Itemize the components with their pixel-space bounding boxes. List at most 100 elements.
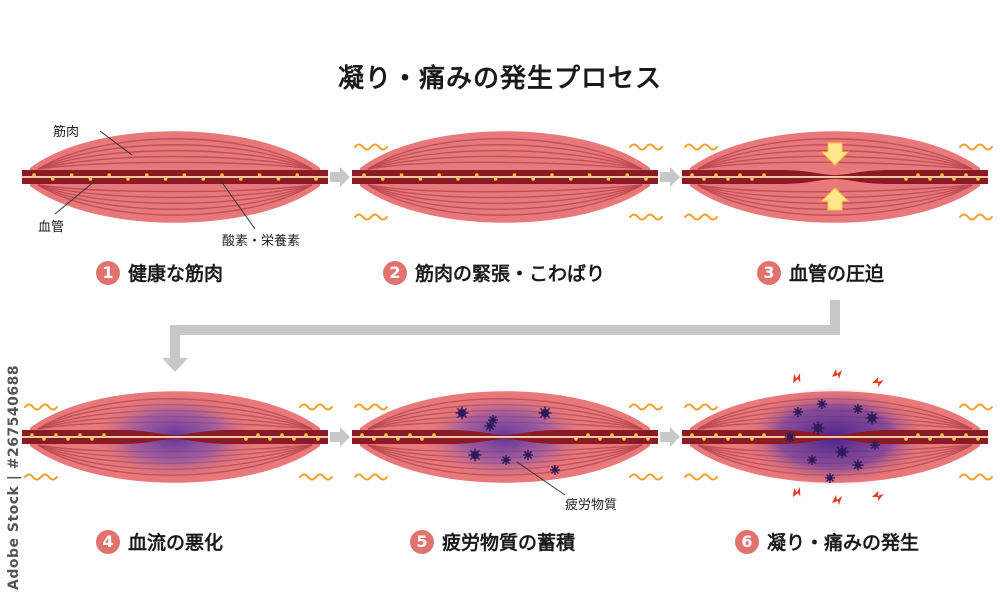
fatigue-particle-icon <box>853 404 863 414</box>
step-number-badge: 5 <box>410 529 434 554</box>
nutrient-dot <box>256 433 260 437</box>
nutrient-dot <box>418 177 423 181</box>
nutrient-dot <box>928 437 932 441</box>
step-number-badge: 2 <box>383 260 407 285</box>
page-title: 凝り・痛みの発生プロセス <box>337 64 662 94</box>
nutrient-dot <box>976 177 980 181</box>
nutrient-dot <box>964 433 968 437</box>
nutrient-dot <box>714 173 718 177</box>
fatigue-particle-icon <box>817 399 827 409</box>
nutrient-dot <box>88 177 93 181</box>
nutrient-dot <box>182 173 187 177</box>
squiggle-icon <box>684 403 718 411</box>
muscle-fiber-line <box>37 184 313 193</box>
particle-core <box>868 414 876 422</box>
squiggle-icon <box>629 473 663 481</box>
nutrient-dot <box>399 173 404 177</box>
nutrient-dot <box>408 433 412 437</box>
fatigue-particle-icon <box>784 431 796 443</box>
fatigue-particle-icon <box>811 421 825 435</box>
nutrient-dot <box>268 437 272 441</box>
fatigue-particle-icon <box>455 406 469 420</box>
squiggle-icon <box>959 213 993 221</box>
caption-5: 5 疲労物質の蓄積 <box>410 528 575 555</box>
lightning-icon <box>872 376 884 388</box>
nutrient-dot <box>690 173 694 177</box>
nutrient-dot <box>66 437 70 441</box>
fatigue-particle-icon <box>501 455 511 465</box>
nutrient-dot <box>574 437 578 441</box>
nutrient-dot <box>904 177 908 181</box>
nutrient-dot <box>714 433 718 437</box>
nutrient-dot <box>762 433 766 437</box>
nutrient-dot <box>702 437 706 441</box>
nutrient-dot <box>625 173 629 177</box>
nutrient-dot <box>145 173 149 177</box>
nutrient-dot <box>750 177 754 181</box>
nutrient-dot <box>916 173 920 177</box>
squiggle-icon <box>629 213 663 221</box>
stock-watermark: Adobe Stock | #267540688 <box>6 364 22 590</box>
right-arrow-icon <box>330 167 350 187</box>
caption-text: 凝り・痛みの発生 <box>767 532 920 554</box>
nutrient-dot <box>257 173 262 177</box>
nutrient-dot <box>738 173 742 177</box>
caption-text: 疲労物質の蓄積 <box>442 532 576 554</box>
fatigue-label: 疲労物質 <box>565 498 618 513</box>
nutrient-dot <box>976 437 980 441</box>
nutrient-dot <box>292 437 296 441</box>
squiggle-icon <box>684 143 718 151</box>
fatigue-particle-icon <box>835 445 849 459</box>
muscle-fiber-line <box>37 149 313 170</box>
nutrient-dot <box>952 177 956 181</box>
muscle-fiber-line <box>367 144 643 170</box>
squiggle-icon <box>959 473 993 481</box>
nutrient-dot <box>531 177 535 181</box>
squiggle-icon <box>959 143 993 151</box>
fatigue-particle-icon <box>825 473 835 483</box>
particle-core <box>471 451 479 459</box>
nutrient-dot <box>381 177 385 181</box>
step-number-badge: 3 <box>757 260 781 285</box>
fatigue-particle-icon <box>865 411 879 425</box>
muscle-fiber-line <box>37 155 313 170</box>
squiggle-icon <box>629 403 663 411</box>
nutrient-dot <box>690 433 694 437</box>
fatigue-particle-icon <box>807 455 817 465</box>
nutrient-dot <box>32 173 36 177</box>
up-arrow-icon <box>820 187 850 211</box>
nutrient-dot <box>163 177 168 181</box>
nutrient-dot <box>952 437 956 441</box>
nutrient-dot <box>51 177 55 181</box>
lightning-icon <box>872 490 884 502</box>
muscle-fiber-line <box>367 149 643 170</box>
particle-core <box>838 448 846 456</box>
fatigue-particle-icon <box>793 407 803 417</box>
nutrient-dot <box>964 173 968 177</box>
squiggle-icon <box>354 143 388 151</box>
squiggle-icon <box>684 213 718 221</box>
nutrient-dot <box>432 433 436 437</box>
leader-line <box>54 180 96 215</box>
nutrient-dot <box>304 433 308 437</box>
leader-line <box>220 180 256 230</box>
muscle-fiber-line <box>367 184 643 205</box>
fatigue-particle-icon <box>523 450 533 460</box>
nutrient-dot <box>78 433 82 437</box>
particle-core <box>525 452 531 458</box>
squiggle-icon <box>24 473 58 481</box>
caption-text: 健康な筋肉 <box>128 263 224 285</box>
nutrient-dot <box>314 177 318 181</box>
muscle-fiber-line <box>367 184 643 210</box>
caption-1: 1 健康な筋肉 <box>96 259 223 286</box>
nutrient-dot <box>928 177 932 181</box>
nutrient-dot <box>738 433 742 437</box>
muscle-fiber-line <box>367 161 643 170</box>
right-arrow-icon <box>660 167 680 187</box>
nutrient-dot <box>437 173 442 177</box>
nutrient-dot <box>644 177 648 181</box>
nutrient-dot <box>42 437 46 441</box>
muscle-2 <box>352 131 658 223</box>
nutrient-dot <box>916 433 920 437</box>
down-connector-arrow <box>170 300 840 360</box>
